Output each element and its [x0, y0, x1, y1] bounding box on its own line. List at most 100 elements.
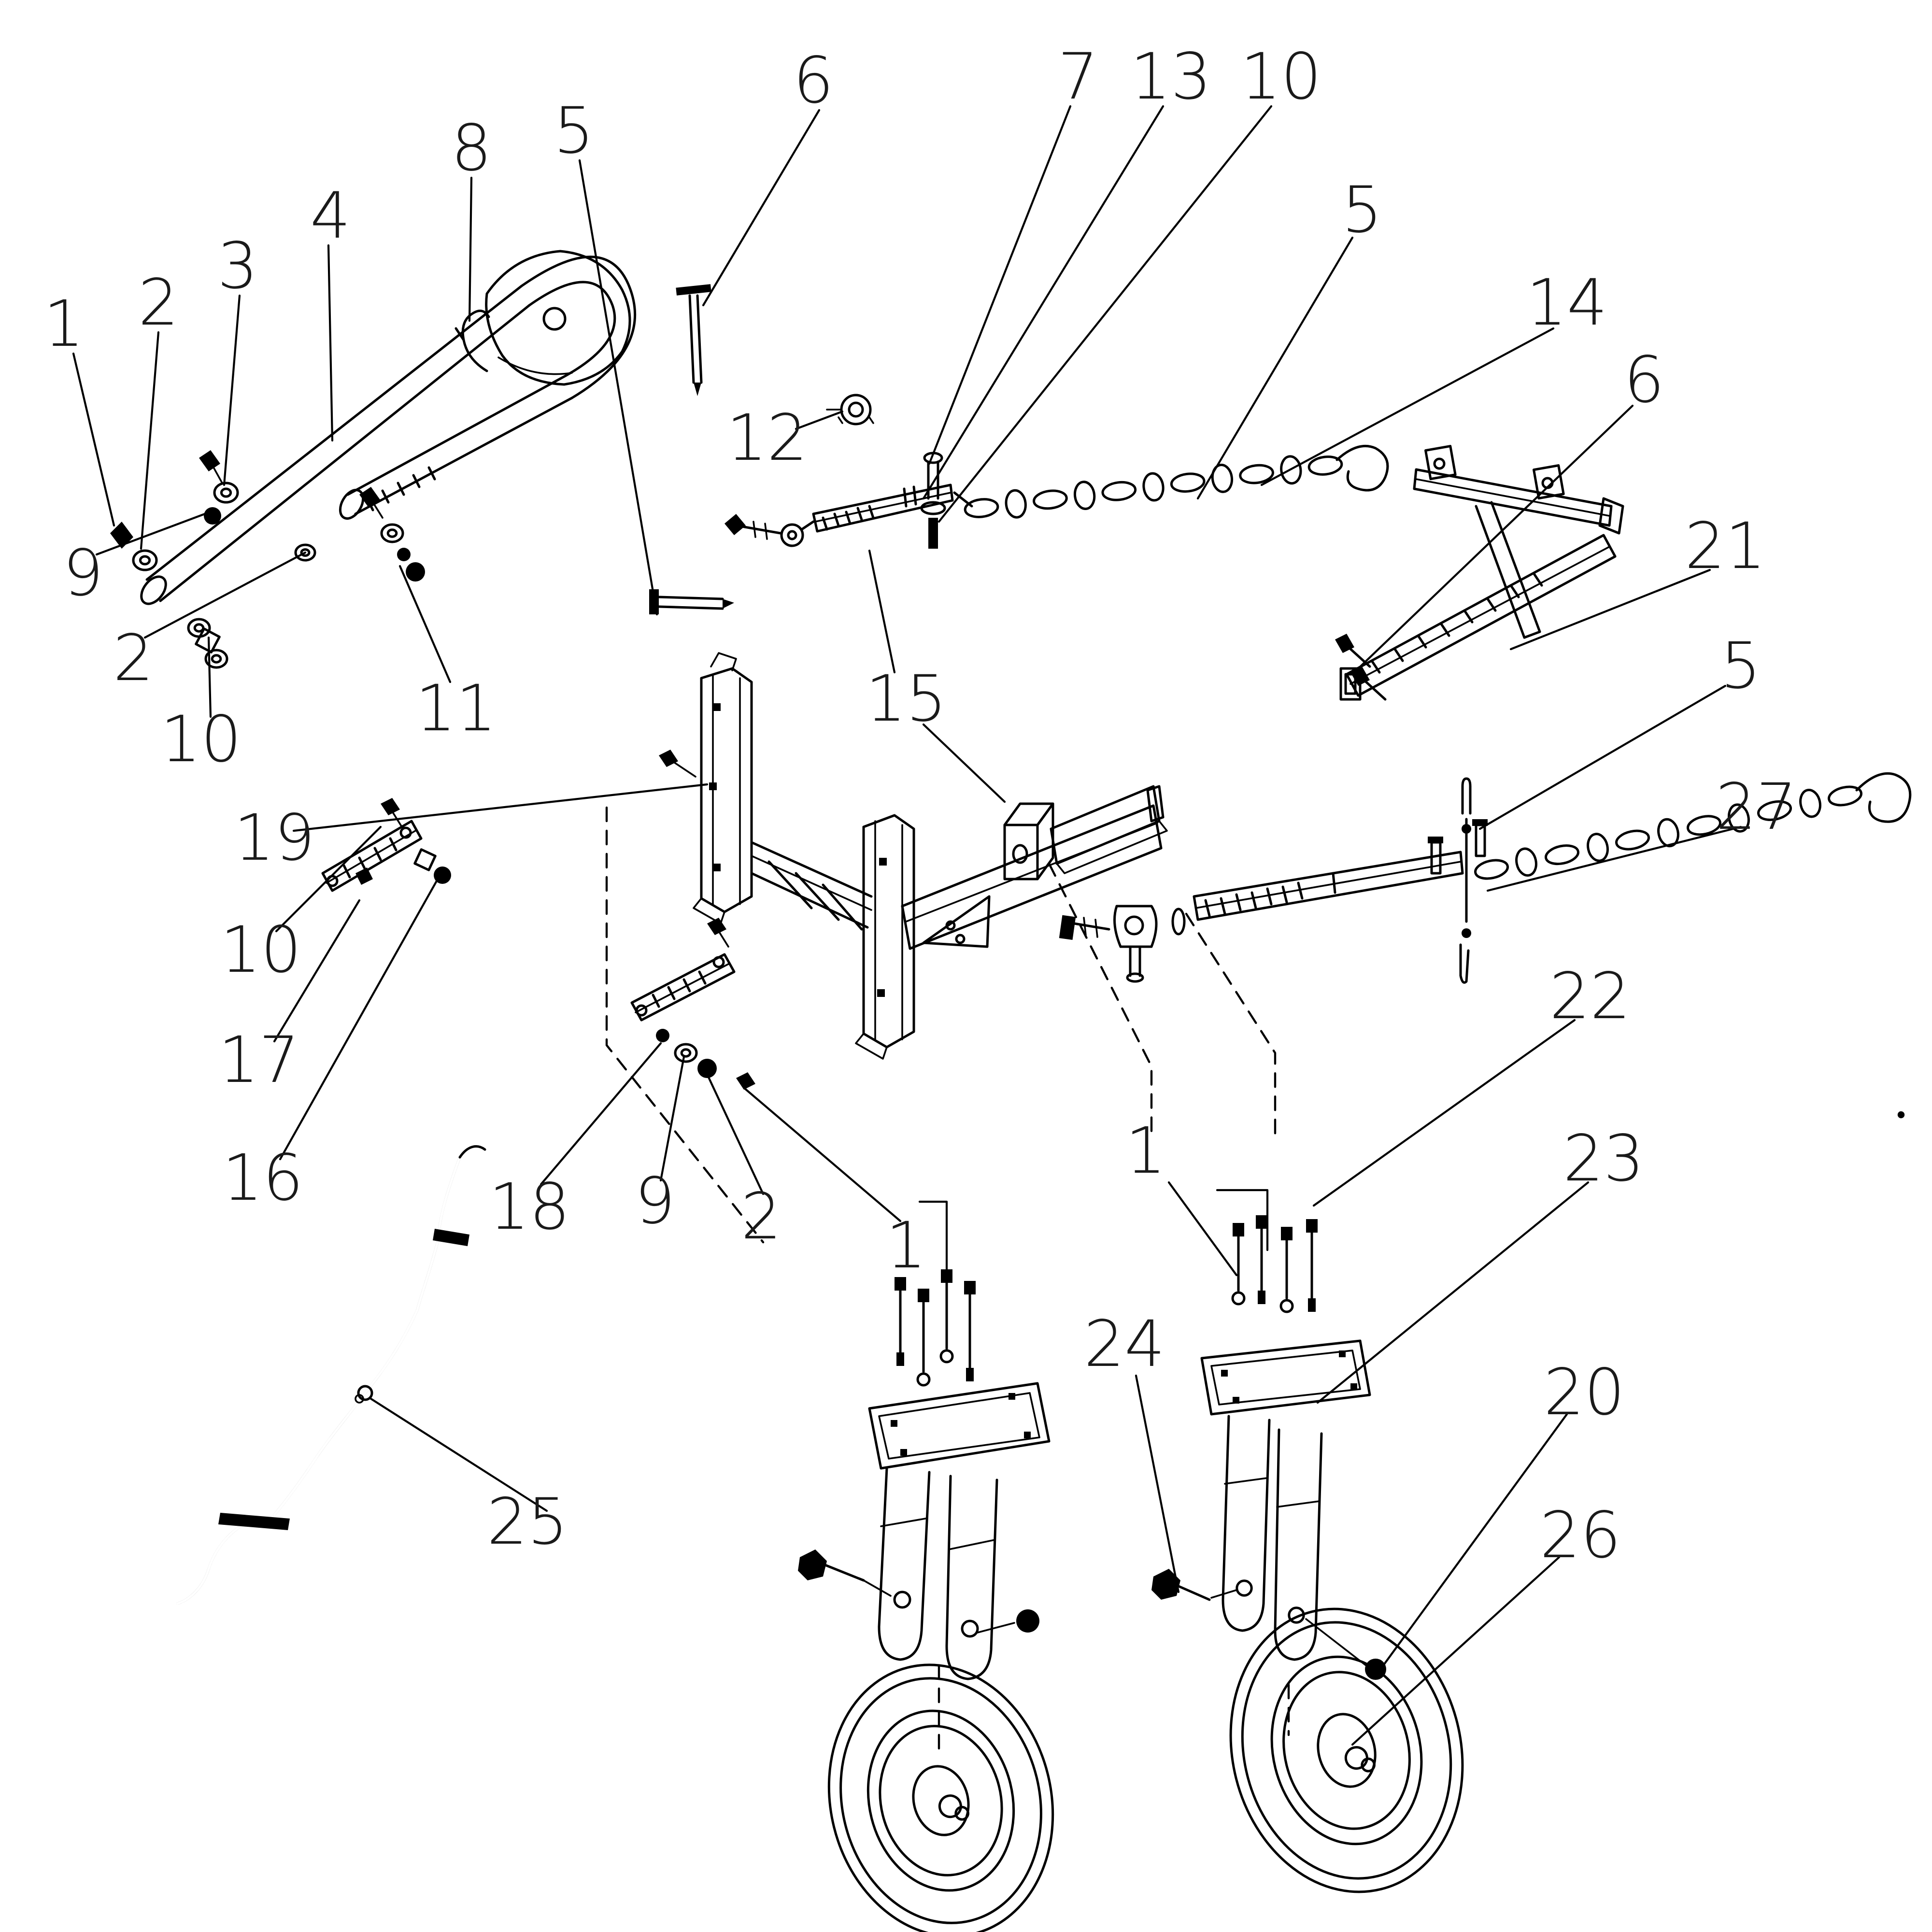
leader-line: [72, 352, 115, 527]
washer-icon: [132, 549, 158, 571]
caster-fork: [1222, 1415, 1323, 1661]
callout-number: 27: [1716, 770, 1797, 844]
leader-line: [143, 551, 307, 639]
pin-and-cotters: [1459, 777, 1472, 984]
leader-line: [223, 294, 241, 486]
leader-line: [1167, 1181, 1238, 1277]
callout-number: 23: [1563, 1122, 1644, 1196]
callout-number: 21: [1685, 509, 1766, 583]
callout-number: 10: [1240, 40, 1321, 114]
caster-fork: [878, 1467, 998, 1680]
handle-clamp: [485, 250, 631, 386]
leader-line: [292, 783, 709, 832]
washer-icon: [204, 649, 228, 669]
breakaway-cable: [176, 1145, 486, 1605]
callout-number: 6: [1624, 343, 1664, 417]
square-washer-icon: [195, 627, 221, 653]
hatch-ticks: [1370, 572, 1543, 674]
leader-line: [1312, 1019, 1576, 1207]
callout-number: 17: [218, 1023, 299, 1097]
callout-number: 3: [217, 229, 258, 303]
axle-nut-icon: [1016, 1609, 1039, 1633]
leader-line: [95, 512, 206, 556]
chain: [964, 455, 1343, 519]
wheel-hub: [912, 1765, 970, 1836]
chain: [1474, 785, 1862, 880]
leader-line: [1260, 327, 1555, 486]
callout-number: 22: [1549, 959, 1631, 1034]
link-bar-upper: [321, 798, 451, 892]
right-wheel: [1229, 1607, 1464, 1893]
washer-icon: [380, 523, 404, 543]
leader-line: [140, 331, 160, 550]
callout-number: 26: [1540, 1498, 1621, 1573]
bolt-icon: [359, 487, 381, 508]
leader-line: [578, 159, 658, 616]
callout-number: 7: [1058, 40, 1098, 114]
wheel-hub: [1317, 1713, 1377, 1788]
link-bar-lower: [630, 918, 755, 1090]
callout-number: 24: [1084, 1307, 1165, 1381]
tube-end-cap: [140, 575, 167, 605]
receiver-tube: [1050, 785, 1168, 874]
eye-end-icon: [780, 523, 804, 547]
callout-number: 8: [451, 111, 492, 185]
cable-connector: [433, 1229, 469, 1246]
cable-knot: [357, 1385, 373, 1401]
bolt-icon: [707, 918, 726, 935]
leader-line: [398, 565, 452, 683]
diagram: 1234856713105146215271211921019101716189…: [43, 40, 1912, 1932]
bolt-icon: [724, 514, 746, 535]
leader-line: [1196, 236, 1354, 500]
nut-icon: [697, 1059, 717, 1078]
handle-fasteners-mid: [187, 543, 316, 669]
callout-number: 25: [487, 1485, 568, 1559]
callout-number: 1: [1125, 1114, 1166, 1188]
square-washer-icon: [413, 848, 437, 871]
callout-number: 5: [554, 94, 594, 168]
leader-line: [1351, 1556, 1561, 1746]
leader-line: [706, 1073, 765, 1195]
leader-line: [922, 105, 1165, 500]
callout-number: 13: [1130, 40, 1211, 114]
axle-bolt-icon: [798, 1549, 827, 1580]
callout-number: 15: [866, 662, 947, 736]
left-caster-assembly: [798, 1269, 1051, 1680]
leader-line: [1509, 568, 1711, 651]
mounting-bolts: [895, 1269, 976, 1387]
lock-washer-icon: [656, 1029, 669, 1042]
bolt-icon: [199, 450, 220, 471]
callout-number: 6: [793, 43, 834, 118]
lock-washer-icon: [397, 548, 411, 561]
leader-line: [207, 636, 212, 718]
leader-line: [742, 1086, 902, 1222]
callout-number: 10: [160, 702, 242, 777]
bolt-icon: [1059, 915, 1076, 940]
leader-line: [1135, 1374, 1180, 1593]
callout-number: 9: [635, 1164, 675, 1238]
nut-icon: [204, 507, 221, 525]
bolt-icon: [736, 1072, 755, 1090]
leader-line: [659, 1055, 685, 1182]
leader-line: [938, 105, 1273, 523]
leader-line: [275, 825, 382, 933]
hitch-block: [1003, 802, 1054, 881]
caster-plate: [1200, 1339, 1371, 1416]
washer-icon: [1171, 908, 1186, 936]
axle-bolt-icon: [1151, 1569, 1180, 1600]
callout-number: 1: [886, 1208, 926, 1283]
washer-icon: [674, 1043, 698, 1063]
leader-line: [1486, 825, 1742, 892]
callout-number: 12: [726, 401, 808, 475]
left-wheel: [827, 1663, 1054, 1932]
stray-dot: [1897, 1111, 1905, 1119]
leader-line: [1355, 404, 1634, 672]
callout-bracket: [1216, 1189, 1269, 1251]
bolt-icon: [355, 867, 373, 885]
pin-icon: [928, 518, 938, 549]
callout-number: 2: [741, 1179, 781, 1254]
callout-number: 1: [43, 287, 84, 361]
leader-line: [279, 880, 438, 1161]
